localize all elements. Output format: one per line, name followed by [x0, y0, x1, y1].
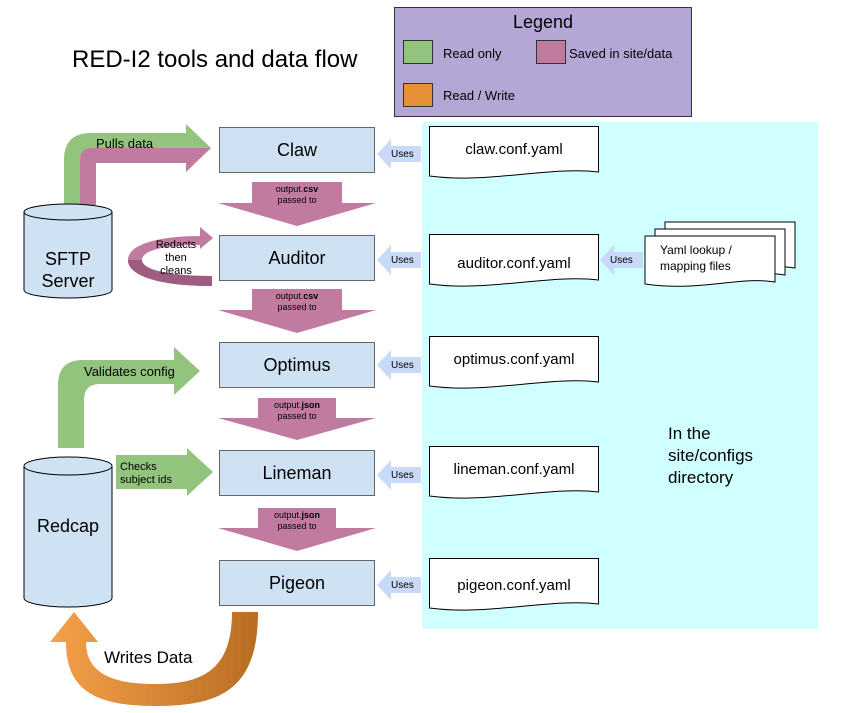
redcap-label: Redcap: [36, 516, 100, 536]
tool-auditor: Auditor: [219, 235, 375, 281]
handoff-label-2: output.csv passed to: [275, 291, 319, 312]
legend: Legend Read only Saved in site/data Read…: [394, 7, 692, 117]
yaml-lookup-line1: Yaml lookup /: [660, 243, 732, 257]
tool-lineman: Lineman: [219, 450, 375, 496]
legend-label-read-write: Read / Write: [443, 88, 516, 103]
configs-note-line1: In the: [668, 424, 711, 443]
validates-config-arrow: [58, 347, 200, 448]
handoff-label-1: output.csv passed to: [275, 184, 319, 205]
sftp-line2: Server: [41, 271, 95, 291]
legend-label-saved: Saved in site/data: [569, 46, 673, 61]
legend-swatch-read-only: [403, 40, 433, 64]
checks-subject-ids-label: Checks subject ids: [120, 461, 172, 487]
tool-pigeon: Pigeon: [219, 560, 375, 606]
config-doc-optimus: optimus.conf.yaml: [429, 336, 599, 394]
writes-data-arrow: [50, 612, 258, 706]
handoff-arrows: [218, 182, 376, 551]
checks-line1: Checks: [120, 461, 157, 473]
pulls-data-label: Pulls data: [96, 136, 154, 151]
checks-subject-ids-arrow: [116, 448, 213, 496]
checks-line2: subject ids: [120, 474, 172, 486]
handoff-label-4: output.json passed to: [273, 510, 321, 531]
legend-swatch-read-write: [403, 83, 433, 107]
sftp-server-cylinder: [23, 203, 113, 299]
config-doc-auditor: auditor.conf.yaml: [429, 234, 599, 292]
yaml-lookup-label: Yaml lookup / mapping files: [660, 242, 732, 274]
uses-arrows: [377, 139, 643, 600]
configs-note-line2: site/configs: [668, 446, 754, 465]
config-doc-pigeon: pigeon.conf.yaml: [429, 558, 599, 616]
page-title: RED-I2 tools and data flow: [72, 46, 358, 73]
uses-label-optimus: Uses: [391, 360, 414, 371]
uses-label-lookup: Uses: [610, 255, 633, 266]
tool-optimus: Optimus: [219, 342, 375, 388]
sftp-line1: SFTP: [44, 249, 91, 269]
config-label-auditor: auditor.conf.yaml: [457, 254, 571, 272]
legend-title: Legend: [512, 12, 574, 32]
uses-label-auditor: Uses: [391, 255, 414, 266]
validates-config-label: Validates config: [84, 364, 175, 379]
pulls-data-arrow: [64, 124, 211, 205]
writes-data-label: Writes Data: [104, 648, 193, 667]
legend-label-read-only: Read only: [443, 46, 502, 61]
configs-note-line3: directory: [668, 468, 734, 487]
redacts-line2: then: [165, 252, 187, 264]
redcap-cylinder: [23, 456, 113, 608]
uses-label-lineman: Uses: [391, 470, 414, 481]
handoff-label-3: output.json passed to: [273, 400, 321, 421]
config-label-pigeon: pigeon.conf.yaml: [457, 576, 571, 594]
yaml-lookup-documents: [644, 221, 796, 287]
config-label-lineman: lineman.conf.yaml: [453, 460, 575, 478]
tool-claw: Claw: [219, 127, 375, 173]
configs-directory-note: In the site/configs directory: [668, 423, 753, 489]
redacts-loop-arrow: [128, 227, 213, 286]
config-label-claw: claw.conf.yaml: [465, 140, 563, 158]
redacts-line3: cleans: [160, 265, 192, 277]
uses-label-pigeon: Uses: [391, 580, 414, 591]
yaml-lookup-line2: mapping files: [660, 259, 731, 273]
redacts-loop-label: Redacts then cleans: [148, 239, 204, 278]
sftp-server-label: SFTP Server: [24, 248, 112, 292]
uses-label-claw: Uses: [391, 149, 414, 160]
config-doc-lineman: lineman.conf.yaml: [429, 446, 599, 504]
legend-swatch-saved: [536, 40, 566, 64]
config-doc-claw: claw.conf.yaml: [429, 126, 599, 184]
redacts-line1: Redacts: [155, 239, 197, 251]
config-label-optimus: optimus.conf.yaml: [453, 350, 575, 368]
